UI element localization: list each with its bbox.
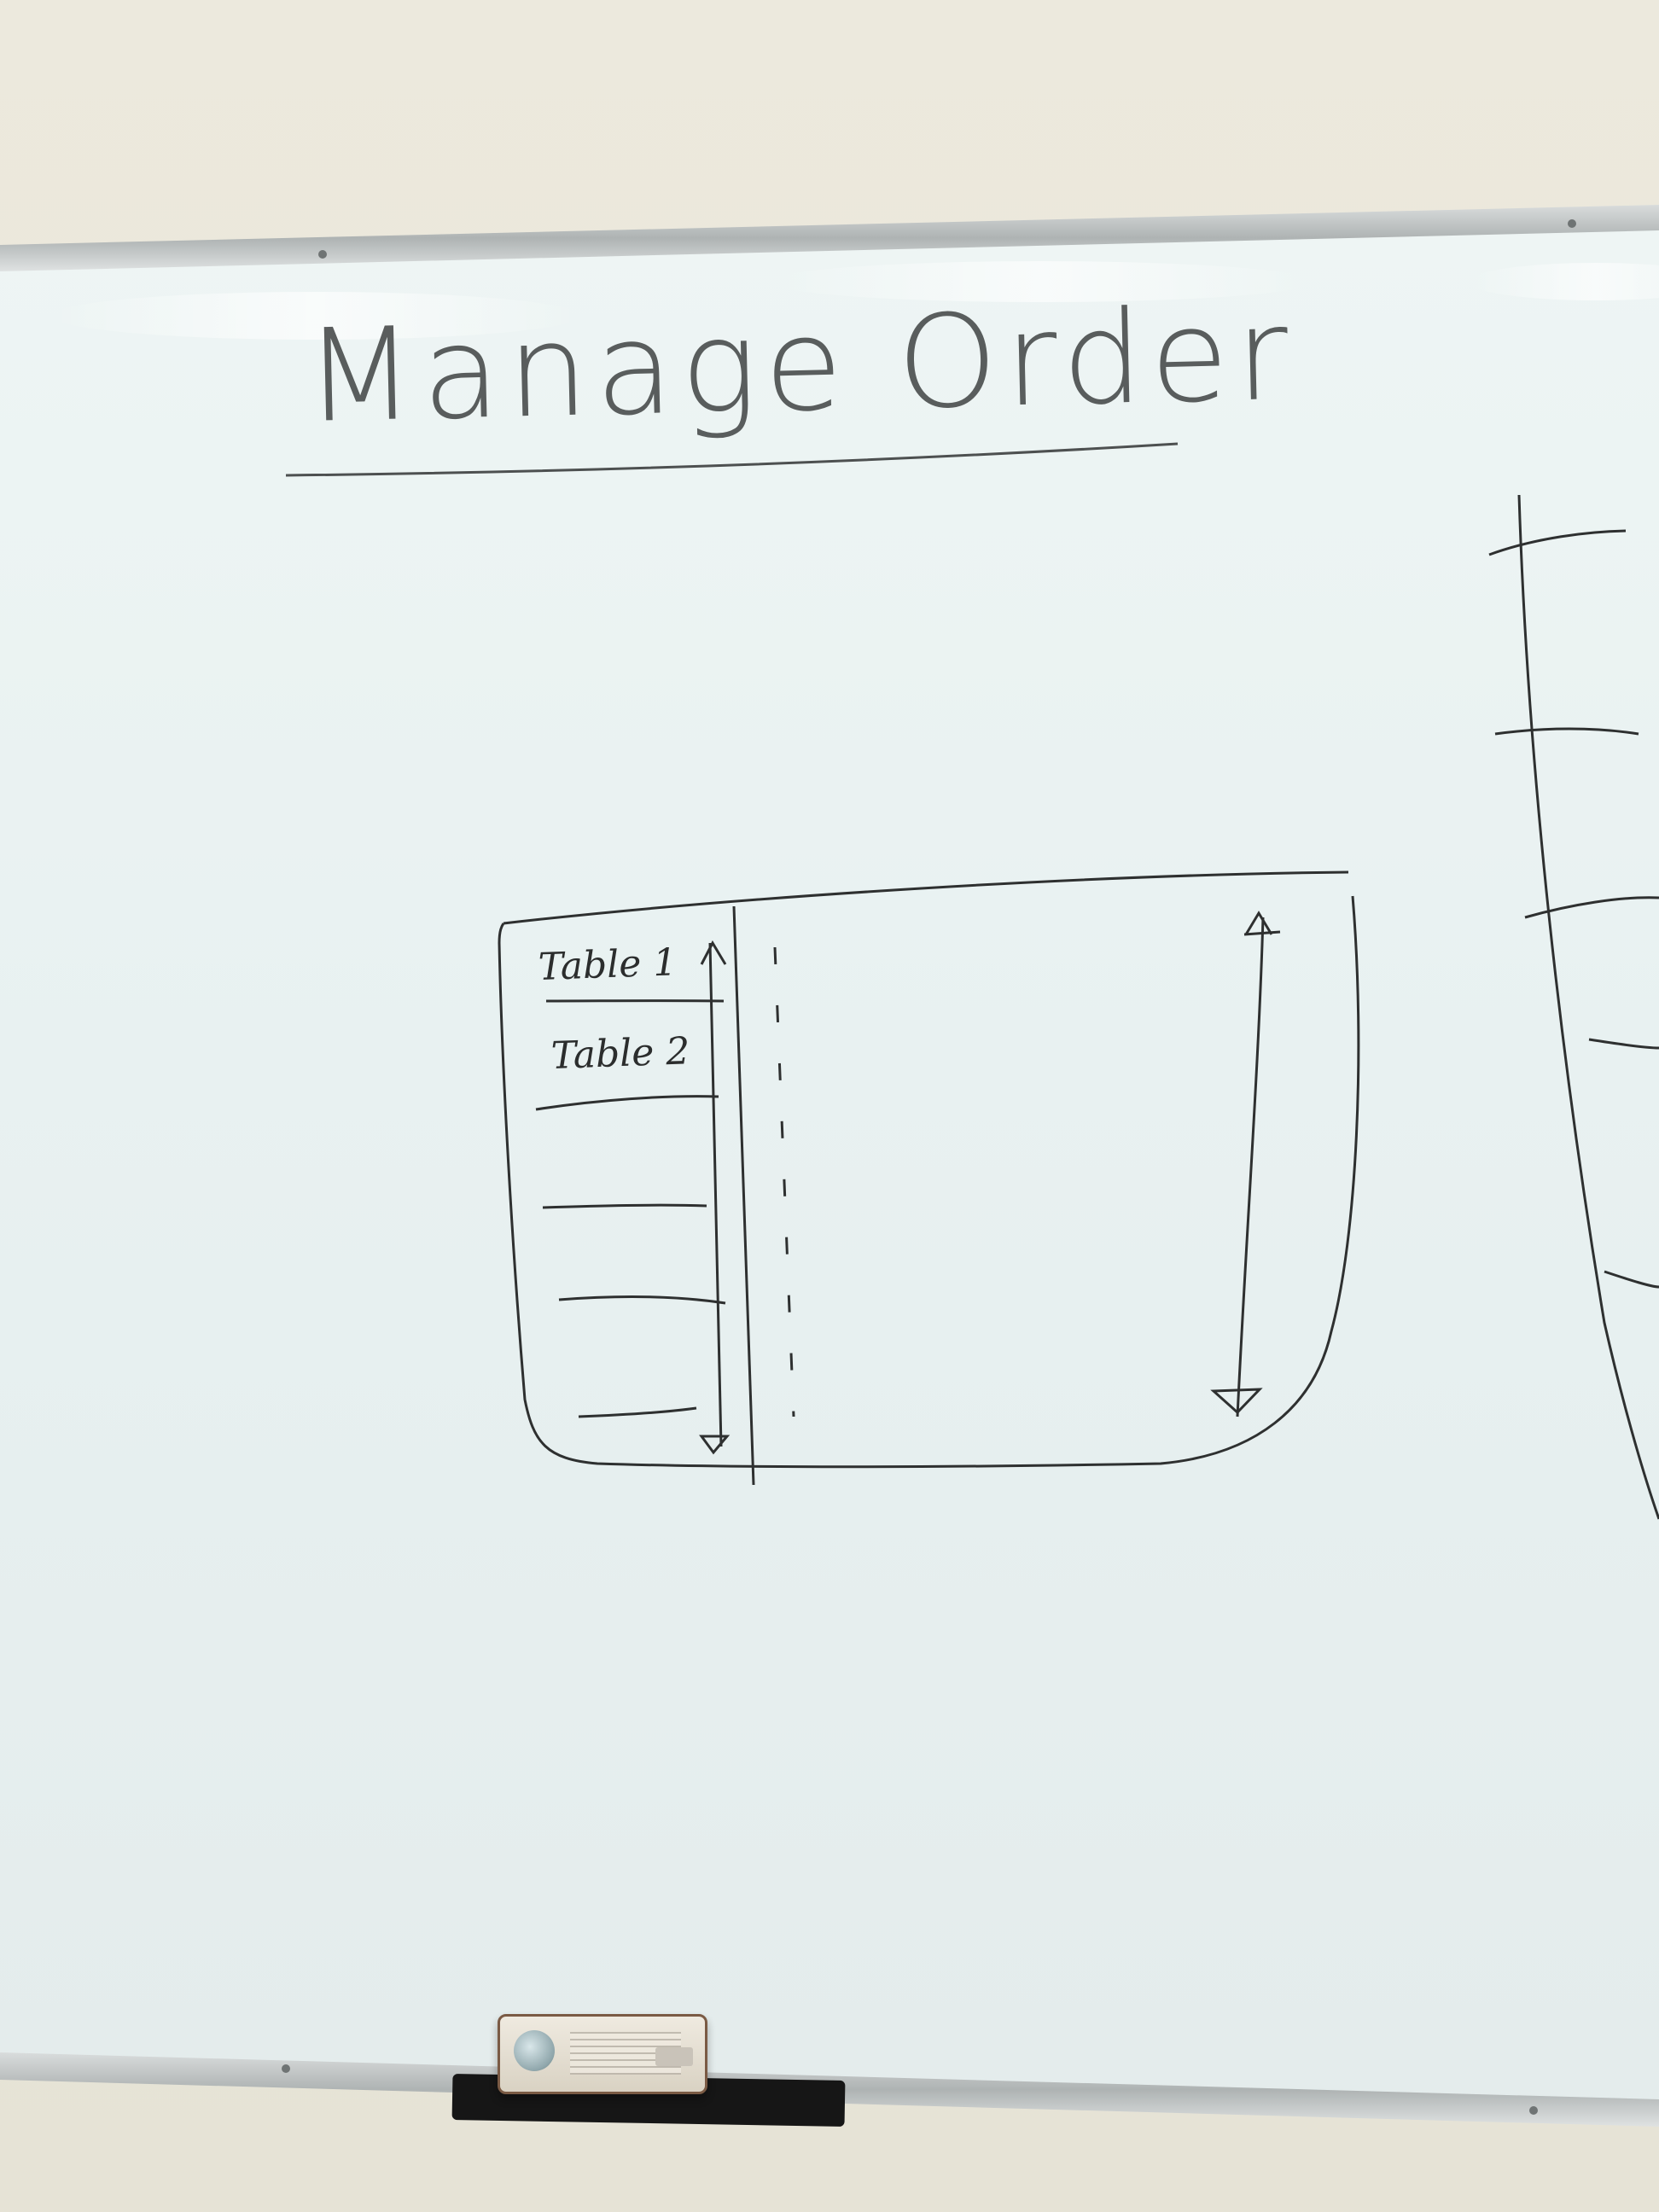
list-item-table-2: Table 2 — [550, 1029, 691, 1078]
list-scroll-up-icon — [700, 940, 727, 965]
board-top-frame — [0, 205, 1659, 271]
right-edge-tick — [1488, 529, 1627, 556]
light-glare — [768, 261, 1314, 302]
list-item-underline — [542, 1203, 707, 1209]
frame-screw — [1568, 219, 1576, 228]
light-glare — [51, 292, 580, 340]
content-scroll-up-icon — [1243, 911, 1281, 936]
page-title: Manage Order — [303, 280, 1297, 451]
list-scroll-down-icon — [699, 1435, 731, 1455]
light-glare — [1468, 263, 1659, 300]
list-item-underline — [535, 1095, 719, 1111]
title-underline — [285, 442, 1179, 477]
right-edge-tick — [1604, 1270, 1659, 1289]
dashed-separator — [773, 946, 795, 1417]
whiteboard-eraser — [498, 2014, 707, 2094]
eraser-logo-icon — [514, 2030, 555, 2071]
sketch-window-frame — [498, 870, 1360, 1469]
content-scroll-down-icon — [1210, 1388, 1263, 1415]
eraser-tag — [655, 2047, 693, 2066]
list-item-underline — [558, 1295, 726, 1305]
frame-screw — [1529, 2106, 1538, 2115]
right-edge-sketch-line — [1517, 494, 1659, 1520]
content-scrollbar-line — [1236, 917, 1265, 1417]
right-edge-tick — [1588, 1038, 1659, 1050]
panel-divider — [732, 905, 755, 1486]
list-item-underline — [578, 1406, 697, 1418]
board-surface — [0, 209, 1659, 2112]
right-edge-tick — [1524, 896, 1659, 919]
list-scrollbar-line — [708, 942, 723, 1447]
right-edge-tick — [1494, 727, 1639, 736]
list-item-table-1: Table 1 — [538, 940, 678, 989]
frame-screw — [282, 2064, 290, 2073]
frame-screw — [318, 250, 327, 259]
